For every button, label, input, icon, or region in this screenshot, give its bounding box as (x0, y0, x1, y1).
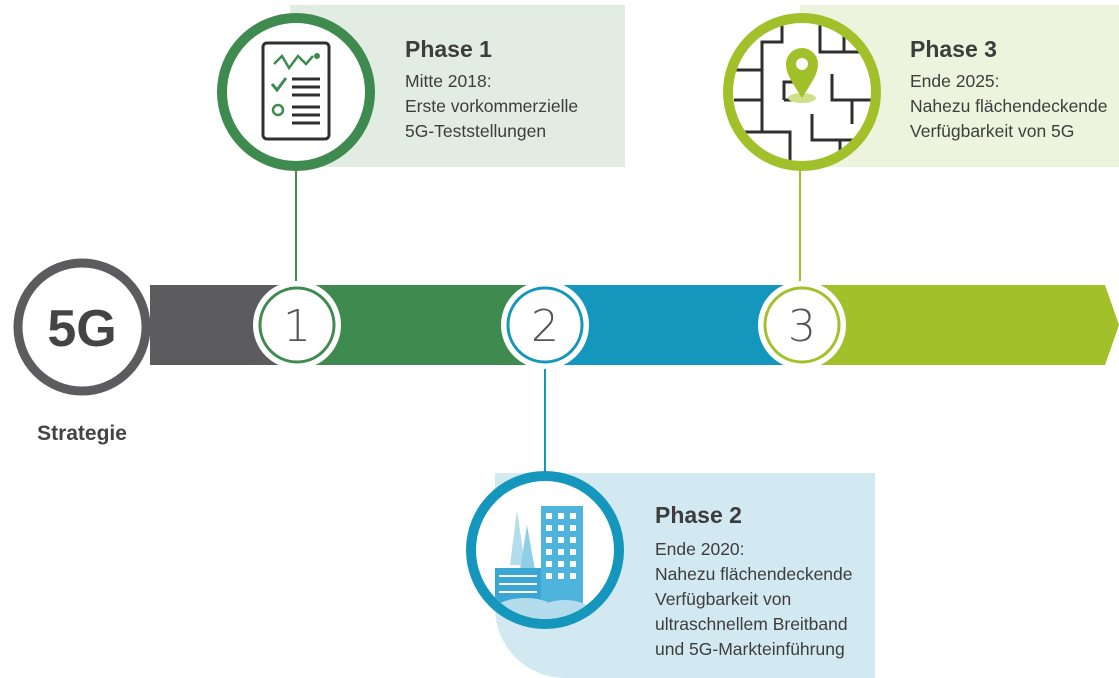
milestone-2-number: 2 (531, 301, 559, 352)
phase2-line: ultraschnellem Breitband (655, 614, 848, 634)
map-location-pin-icon (722, 12, 882, 177)
phase2-line: Verfügbarkeit von (655, 589, 792, 609)
phase3-description: Ende 2025: Nahezu flächendeckende Verfüg… (910, 69, 1108, 144)
milestone-3-number: 3 (788, 301, 816, 352)
phase2-title: Phase 2 (655, 502, 742, 528)
lime-segment-arrow (800, 285, 1119, 365)
phase1-title: Phase 1 (405, 36, 492, 62)
milestone-1-number: 1 (283, 301, 311, 352)
phase1-date: Mitte 2018: (405, 71, 492, 91)
milestone-1-circle (258, 286, 336, 364)
center-5g-label: 5G (47, 300, 116, 358)
phase2-date: Ende 2020: (655, 539, 745, 559)
phase1-description: Mitte 2018: Erste vorkommerzielle 5G-Tes… (405, 69, 578, 144)
milestone-3-circle (763, 286, 841, 364)
phase3-line: Nahezu flächendeckende (910, 96, 1108, 116)
phase2-description: Ende 2020: Nahezu flächendeckende Verfüg… (655, 537, 853, 662)
milestone-2-circle (506, 286, 584, 364)
phase2-line: und 5G-Markteinführung (655, 639, 845, 659)
phase3-date: Ende 2025: (910, 71, 1000, 91)
phase1-line: 5G-Teststellungen (405, 121, 547, 141)
phase3-title: Phase 3 (910, 36, 997, 62)
phase3-line: Verfügbarkeit von 5G (910, 121, 1075, 141)
center-5g-circle (13, 258, 151, 396)
strategie-caption: Strategie (37, 422, 127, 445)
city-buildings-icon (465, 470, 625, 635)
phase1-line: Erste vorkommerzielle (405, 96, 579, 116)
checklist-document-icon (216, 12, 376, 177)
phase2-line: Nahezu flächendeckende (655, 564, 853, 584)
